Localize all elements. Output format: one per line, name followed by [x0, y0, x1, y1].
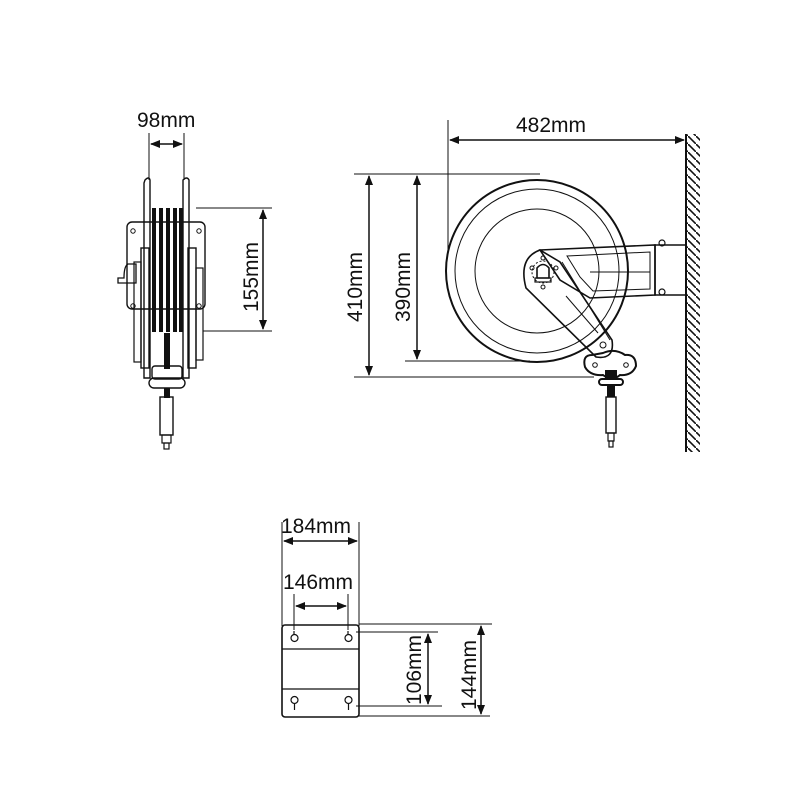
front-view: 98mm	[117, 109, 272, 450]
side-view: 482mm	[344, 114, 700, 452]
dimension-label-410mm: 410mm	[344, 252, 367, 322]
dimension-label-482mm: 482mm	[516, 114, 586, 137]
dimension-label-106mm: 106mm	[403, 635, 426, 705]
hose-coils	[152, 208, 183, 332]
bracket-plate	[281, 624, 360, 718]
wall-hatching	[686, 134, 700, 452]
bracket-view: 184mm 146mm 106mm 144mm	[281, 515, 492, 718]
dimension-label-98mm: 98mm	[137, 109, 195, 132]
dimension-label-146mm: 146mm	[283, 571, 353, 594]
dimension-label-144mm: 144mm	[458, 640, 481, 710]
dimension-label-155mm: 155mm	[240, 242, 263, 312]
keyhole-slots	[290, 631, 353, 710]
dimension-label-390mm: 390mm	[392, 252, 415, 322]
reel-drum	[445, 179, 629, 363]
dimension-label-184mm: 184mm	[281, 515, 351, 538]
